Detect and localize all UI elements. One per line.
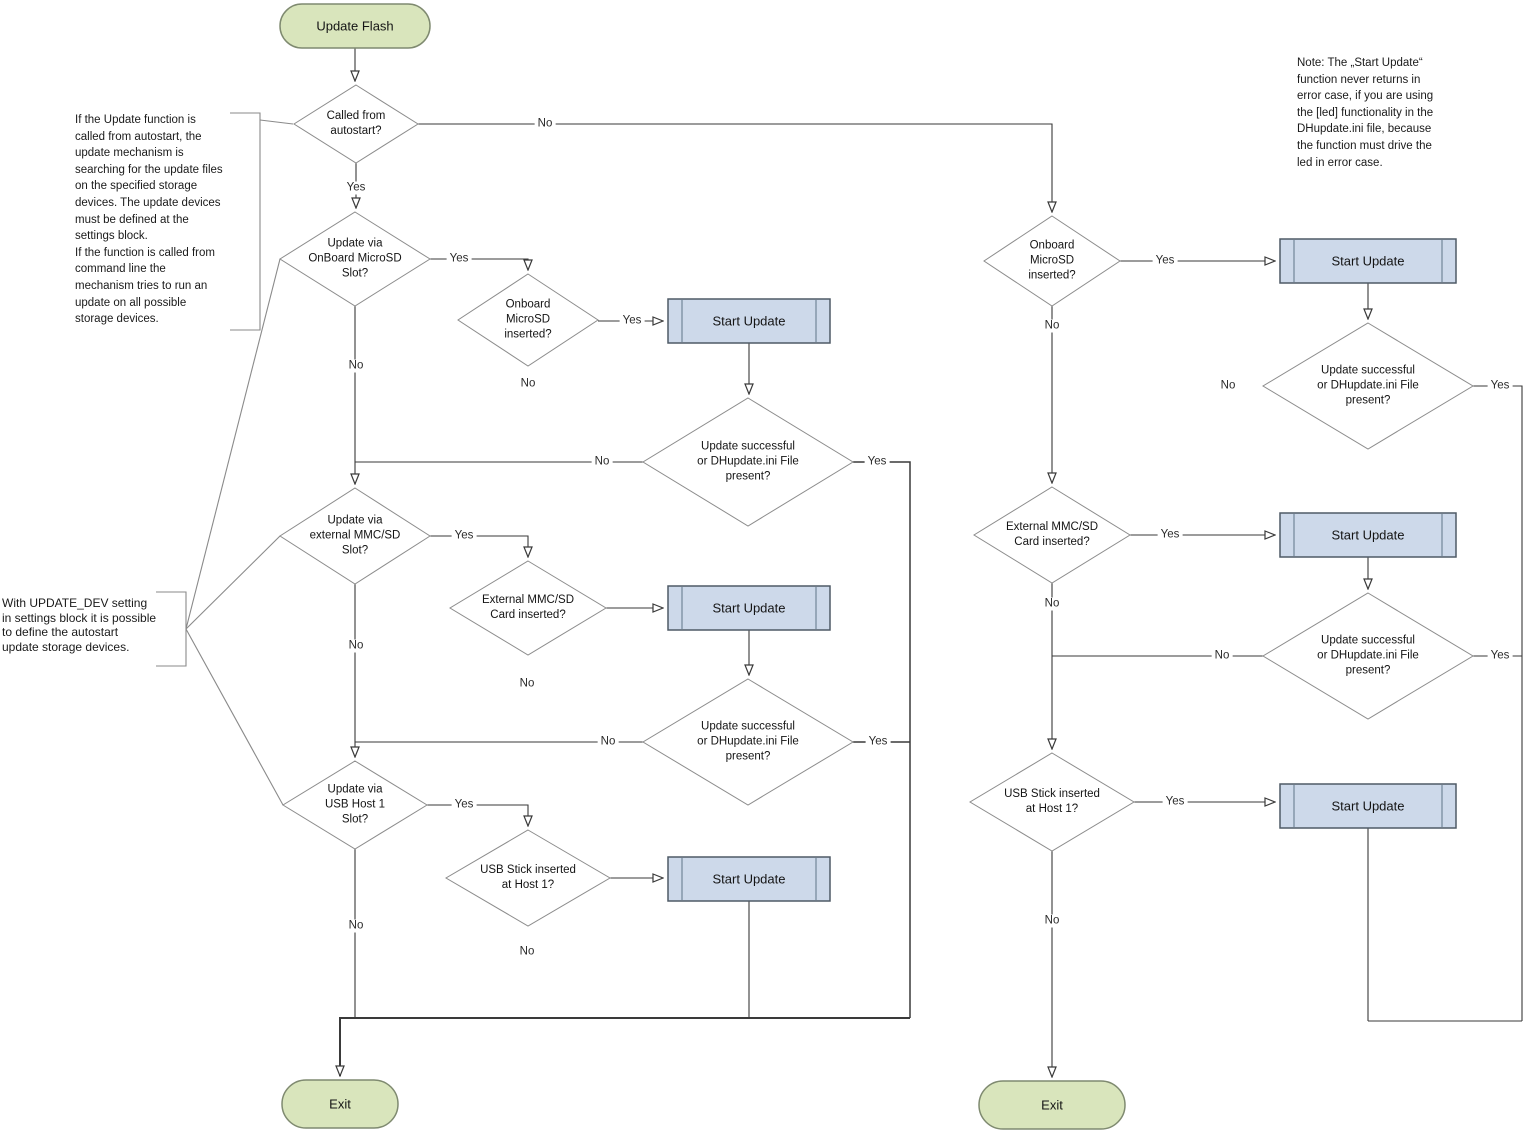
annotation-autostart-bracket: [230, 112, 261, 331]
decision-update-successful-1-right: [1262, 322, 1474, 450]
decision-called-from-autostart: [293, 84, 419, 164]
process-start-update-2-left: [667, 585, 831, 631]
decision-external-mmcsd-card-inserted-left: [449, 560, 607, 656]
process-start-update-3-right: [1279, 783, 1457, 829]
edge-autostart-no: [418, 123, 1052, 212]
edge-check1-left-yes: [853, 461, 911, 1018]
terminator-exit-left: [281, 1079, 399, 1129]
process-start-update-1-left: [667, 298, 831, 344]
edge-check1-right-yes: [1473, 385, 1523, 1021]
decision-external-mmcsd-card-inserted-right: [973, 486, 1131, 584]
edge-onboard-slot-yes: [430, 258, 528, 270]
process-start-update-3-left: [667, 856, 831, 902]
decision-update-via-external-mmcsd-slot: [279, 487, 431, 585]
annotation-update-dev-ray-top: [185, 258, 281, 630]
decision-update-via-usb-host1-slot: [282, 760, 428, 850]
process-start-update-1-right: [1279, 238, 1457, 284]
decision-update-successful-2-right: [1262, 592, 1474, 720]
decision-update-via-onboard-microsd-slot: [279, 211, 431, 307]
process-start-update-2-right: [1279, 512, 1457, 558]
edge-bottom-left-collector: [340, 1017, 910, 1076]
decision-usb-stick-inserted-left: [445, 829, 611, 927]
edge-usb-slot-yes: [427, 804, 528, 826]
annotation-update-dev-bracket: [156, 591, 187, 667]
decision-usb-stick-inserted-right: [969, 752, 1135, 852]
decision-update-successful-1-left: [642, 397, 854, 527]
annotation-update-dev-ray-mid: [185, 535, 281, 630]
decision-update-successful-2-left: [642, 678, 854, 806]
terminator-exit-right: [978, 1080, 1126, 1130]
terminator-update-flash: [279, 3, 431, 49]
annotation-autostart-pointer: [259, 119, 294, 125]
edge-external-slot-yes: [430, 535, 528, 557]
annotation-update-dev-ray-bottom: [185, 628, 284, 806]
decision-onboard-microsd-inserted-right: [983, 215, 1121, 307]
decision-onboard-microsd-inserted-left: [457, 273, 599, 367]
